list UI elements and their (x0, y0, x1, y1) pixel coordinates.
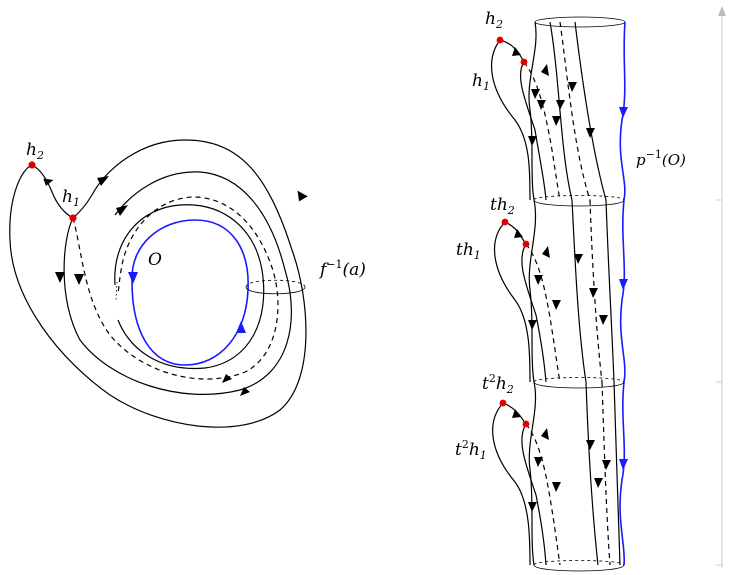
critical-point-h1 (69, 214, 77, 222)
flow-arrow-orbit (236, 321, 246, 333)
fiber-ellipse-front (245, 286, 306, 295)
critical-point-h1-lift (520, 58, 528, 66)
label-th2: th2 (490, 195, 515, 217)
label-h2-lift: h2 (485, 9, 503, 31)
flow-arrows-right (512, 47, 611, 512)
cylinder-top-ellipse (534, 16, 626, 28)
flow-arrow (55, 272, 65, 283)
flow-arrow (116, 205, 128, 216)
flow-arrow-lift (619, 459, 628, 470)
outer-trajectory (9, 139, 307, 428)
cylinder-left-edge (528, 381, 537, 566)
flow-arrow-lift (619, 107, 628, 118)
cylinder-left-edge (528, 21, 537, 201)
level-ellipse-back (533, 377, 625, 383)
right-panel: h2 h1 th2 th1 t2h2 t2h1 p−1(O) (455, 9, 686, 572)
level-ellipse-front (533, 199, 625, 207)
left-panel: h2 h1 O f−1(a) (9, 139, 366, 428)
fundamental-domain-0 (491, 21, 607, 201)
critical-point-h2 (28, 161, 36, 169)
level-ellipse-back (533, 195, 625, 201)
label-h1: h1 (62, 187, 80, 209)
fiber-ellipse-back (245, 279, 306, 288)
label-th1: th1 (456, 240, 481, 262)
inner-trajectory (114, 204, 265, 370)
critical-point-t2h1 (522, 420, 530, 428)
second-trajectory (63, 171, 292, 395)
flow-arrow (297, 190, 308, 202)
h2-to-h1-trajectory (31, 164, 74, 219)
flow-arrow (97, 176, 109, 186)
flow-arrow (74, 274, 84, 285)
label-fiber: f−1(a) (318, 258, 366, 280)
label-h2: h2 (26, 140, 44, 162)
critical-point-t2h2 (499, 399, 507, 407)
dashed-manifold (72, 196, 279, 380)
level-ellipse-front (533, 564, 625, 572)
lifted-orbit (619, 21, 626, 566)
viewer-scrollbar[interactable] (716, 6, 726, 568)
flow-arrow-lift (619, 279, 628, 290)
critical-point-th2 (501, 218, 509, 226)
flow-arrow (43, 178, 54, 186)
critical-point-h2-lift (496, 36, 504, 44)
label-lifted-orbit: p−1(O) (636, 148, 686, 169)
scrollbar-up-arrow[interactable] (718, 6, 726, 16)
flow-arrow-orbit (128, 272, 138, 284)
flow-arrow (222, 374, 232, 383)
label-t2h1: t2h1 (455, 438, 487, 462)
flow-arrow (240, 387, 250, 396)
fundamental-domain-2 (492, 381, 621, 566)
critical-point-th1 (522, 240, 530, 248)
cylinder-left-edge (528, 199, 537, 383)
label-orbit-O: O (148, 250, 162, 270)
dotted-continuation (115, 281, 118, 303)
label-t2h2: t2h2 (482, 372, 514, 396)
level-ellipse-front (533, 381, 625, 389)
label-h1-lift: h1 (472, 71, 490, 93)
periodic-orbit-O (131, 219, 249, 366)
